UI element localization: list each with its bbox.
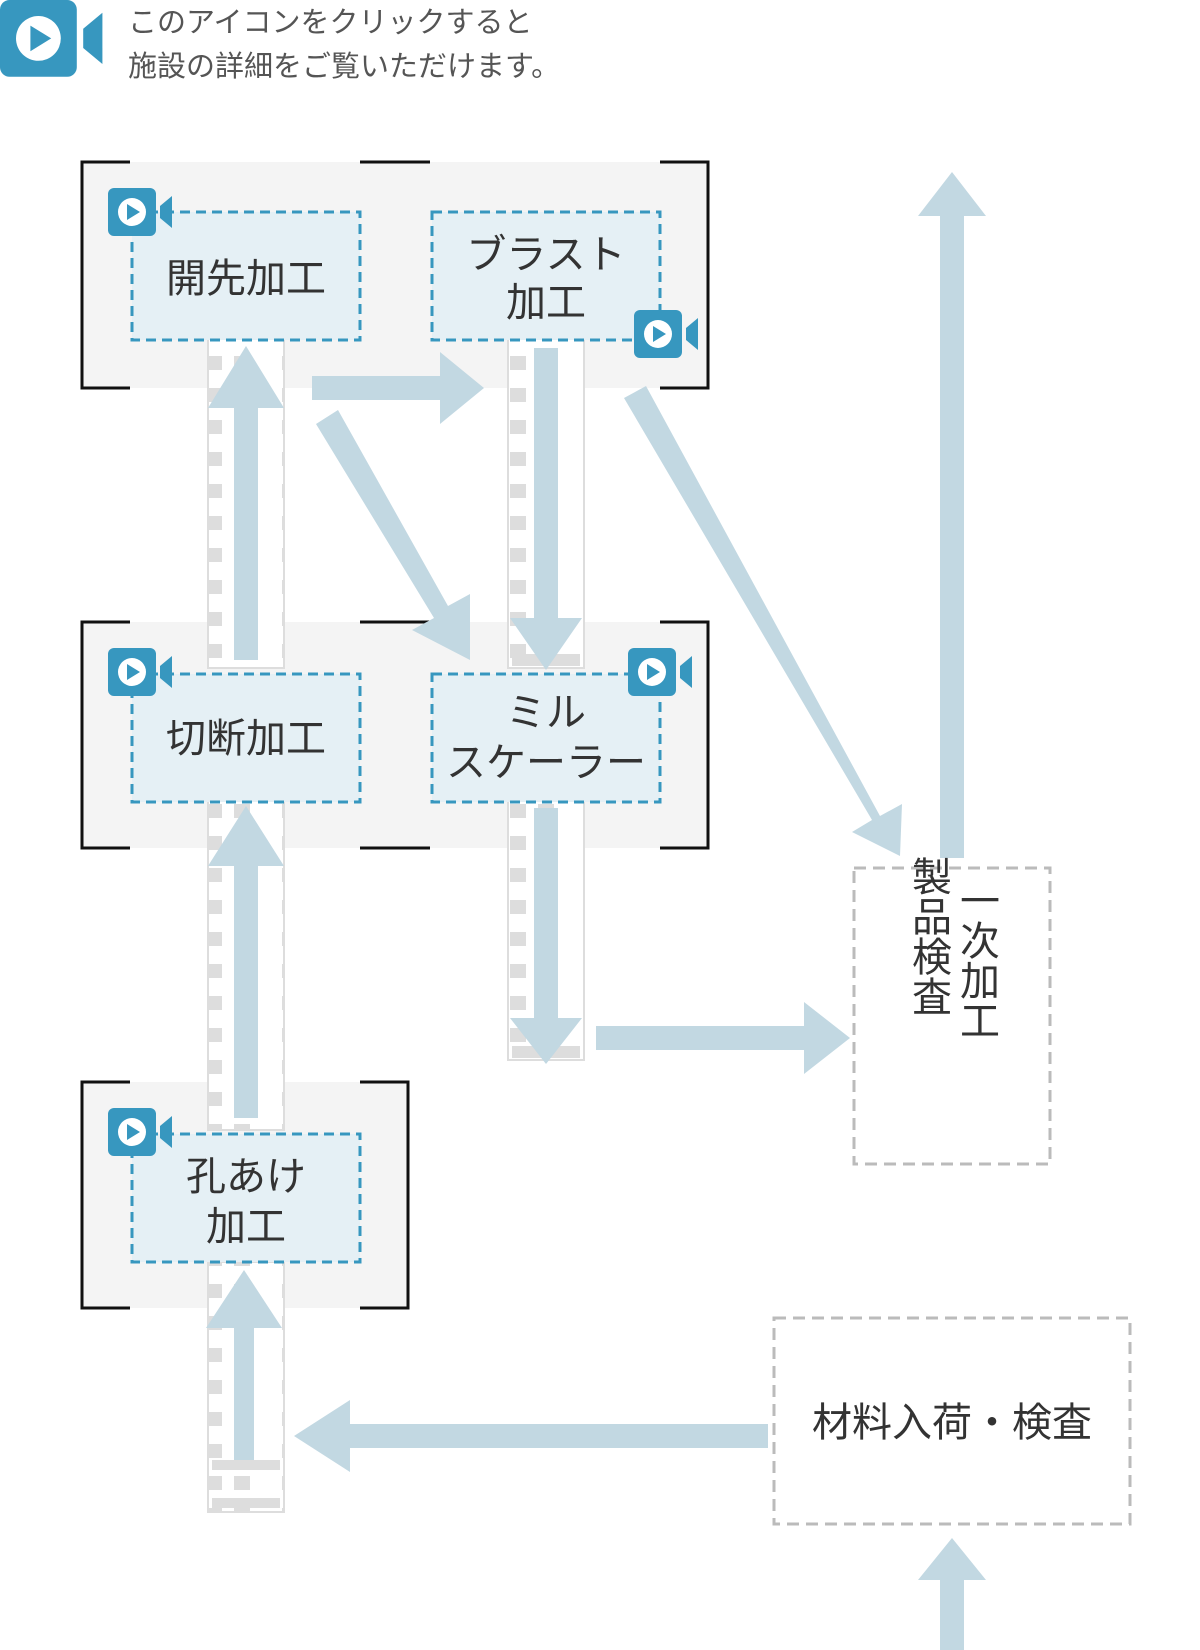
process-anaake-label-1: 孔あけ: [186, 1154, 306, 1200]
arrow-down-mill-to-bottom: [510, 808, 582, 1064]
process-kaisaki-label: 開先加工: [166, 256, 326, 302]
arrow-up-setsudan-to-kaisaki: [208, 346, 284, 660]
flow-arrows: [206, 172, 986, 1650]
process-setsudan[interactable]: 切断加工: [130, 672, 362, 804]
arrow-left-zairyo-to-anaake: [294, 1400, 768, 1472]
arrow-diag-kaisaki-to-mill: [316, 410, 470, 660]
arrow-up-ichiji-exit: [918, 172, 986, 858]
arrow-right-kaisaki-to-blast: [312, 352, 484, 424]
seihin-kensa-label: 製品検査: [905, 856, 951, 1016]
legend-video-camera-icon: [0, 0, 103, 77]
process-blast[interactable]: ブラスト 加工: [430, 210, 662, 342]
process-mill[interactable]: ミル スケーラー: [430, 672, 662, 804]
process-mill-label-2: スケーラー: [446, 740, 646, 786]
process-blast-label-1: ブラスト: [466, 232, 625, 278]
legend-line-1: このアイコンをクリックすると: [128, 5, 533, 39]
arrow-right-mill-to-ichiji: [596, 1002, 850, 1074]
process-anaake[interactable]: 孔あけ 加工: [130, 1132, 362, 1264]
process-setsudan-label: 切断加工: [166, 716, 326, 762]
arrow-diag-blast-to-ichiji: [624, 386, 902, 856]
process-ichiji-kensa: 一次加工 製品検査: [852, 856, 1052, 1166]
process-zairyo: 材料入荷・検査: [772, 1316, 1132, 1526]
arrow-up-setsudan-cut-from-anaake: [208, 806, 284, 1118]
arrow-up-into-zairyo: [918, 1538, 986, 1650]
process-kaisaki[interactable]: 開先加工: [130, 210, 362, 342]
ichiji-kakou-label: 一次加工: [953, 880, 999, 1040]
arrow-down-blast-to-mill: [510, 348, 582, 670]
arrow-up-anaake-to-setsudan: [206, 1270, 282, 1460]
process-blast-label-2: 加工: [506, 280, 586, 326]
process-mill-label-1: ミル: [506, 690, 586, 736]
zairyo-label: 材料入荷・検査: [812, 1400, 1092, 1446]
legend-line-2: 施設の詳細をご覧いただけます。: [128, 49, 561, 83]
legend-text: このアイコンをクリックすると 施設の詳細をご覧いただけます。: [128, 0, 560, 88]
process-anaake-label-2: 加工: [206, 1204, 286, 1250]
